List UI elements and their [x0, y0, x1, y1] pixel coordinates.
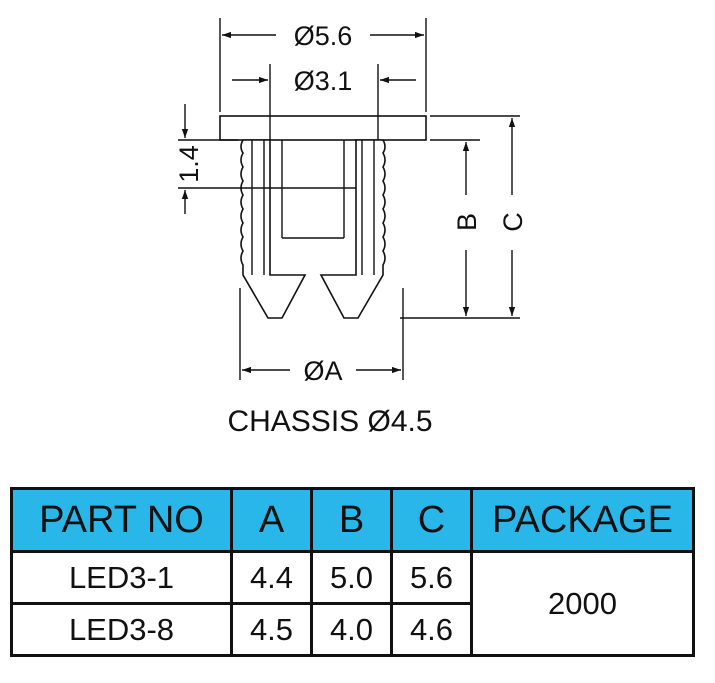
table-header-row: PART NO A B C PACKAGE	[10, 487, 695, 553]
table-row: LED3-1 4.4 5.0 5.6 2000	[10, 550, 695, 657]
cell-c: 5.6	[390, 550, 473, 605]
header-part-no: PART NO	[10, 487, 233, 553]
dimension-outer-diameter: Ø5.6	[219, 18, 427, 112]
cell-a: 4.5	[230, 602, 313, 657]
table-row: LED3-8 4.5 4.0 4.6	[10, 602, 694, 657]
header-a: A	[230, 487, 313, 553]
chassis-note: CHASSIS Ø4.5	[227, 405, 432, 438]
flange	[219, 115, 427, 141]
dimension-c: C	[430, 115, 528, 316]
cell-b: 4.0	[310, 602, 393, 657]
technical-drawing: Ø5.6 Ø3.1 1.4 B C ØA CHASSIS	[174, 18, 528, 438]
dim-inner-diameter-label: Ø3.1	[294, 66, 353, 96]
part-spec-table: PART NO A B C PACKAGE LED3-1 4.4 5.0 5.6…	[10, 487, 695, 657]
dim-c-label: C	[498, 212, 528, 232]
header-b: B	[310, 487, 393, 553]
right-leg	[319, 139, 386, 319]
cell-b: 5.0	[310, 550, 393, 605]
dim-b-label: B	[452, 213, 482, 231]
cell-c: 4.6	[390, 602, 473, 657]
cell-part-no: LED3-8	[10, 602, 233, 657]
dim-outer-diameter-label: Ø5.6	[294, 21, 353, 51]
led-holder-outline	[219, 115, 427, 319]
dimension-flange-height: 1.4	[174, 104, 270, 214]
dim-flange-height-label: 1.4	[174, 145, 204, 183]
dim-a-label: ØA	[303, 356, 342, 386]
header-package: PACKAGE	[470, 487, 695, 553]
cell-package: 2000	[470, 550, 695, 657]
cell-a: 4.4	[230, 550, 313, 605]
left-leg	[240, 139, 307, 319]
dimension-inner-diameter: Ø3.1	[232, 64, 416, 140]
header-c: C	[390, 487, 473, 553]
dimension-a: ØA	[239, 288, 404, 386]
cell-part-no: LED3-1	[10, 550, 233, 605]
dimension-b: B	[400, 139, 520, 319]
